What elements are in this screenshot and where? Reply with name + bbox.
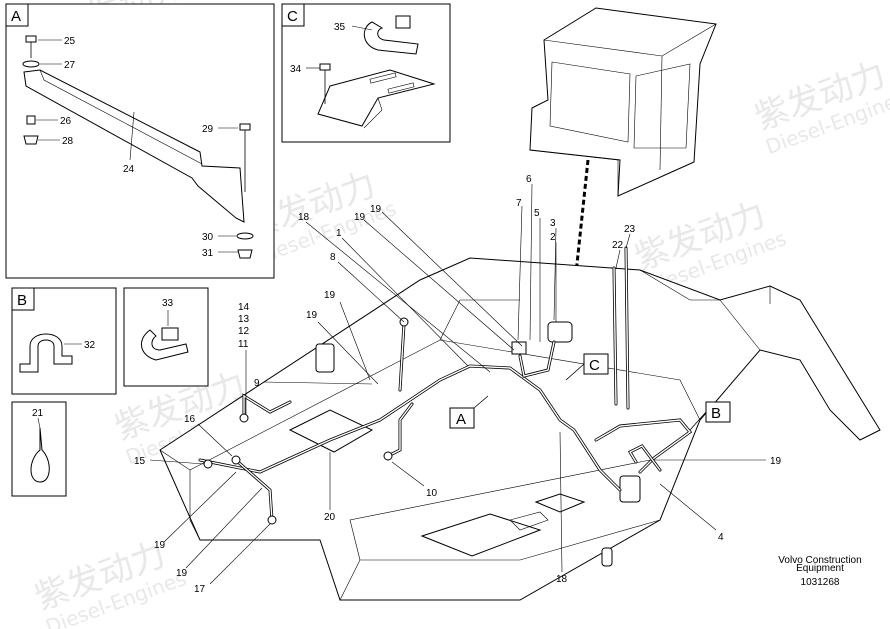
callout-22: 22 bbox=[612, 240, 624, 251]
inset-c-letter: C bbox=[287, 8, 298, 25]
flag-a: A bbox=[449, 395, 489, 429]
bolt-34 bbox=[319, 63, 331, 71]
machine-frame bbox=[159, 7, 881, 601]
flag-c: C bbox=[565, 353, 609, 381]
callout-28: 28 bbox=[62, 136, 74, 147]
callout-19d: 19 bbox=[306, 310, 318, 321]
inset-b-letter: B bbox=[17, 292, 27, 309]
callout-24: 24 bbox=[123, 164, 135, 175]
inset-a: A 25 27 26 28 24 29 30 31 bbox=[5, 3, 275, 279]
callout-19c: 19 bbox=[324, 290, 336, 301]
callout-19g: 19 bbox=[770, 456, 782, 467]
leader-lines bbox=[149, 183, 766, 585]
inset-b-tag bbox=[11, 287, 35, 311]
inset-c-tag bbox=[281, 3, 305, 27]
callout-19f: 19 bbox=[176, 568, 188, 579]
inset-c-frame bbox=[281, 3, 451, 143]
nut-31 bbox=[237, 249, 253, 259]
inset-a-tag bbox=[5, 3, 29, 27]
callout-35: 35 bbox=[334, 22, 346, 33]
inset-e: 21 bbox=[11, 401, 67, 497]
access-panel bbox=[420, 513, 542, 557]
callout-26: 26 bbox=[60, 116, 72, 127]
callout-1: 1 bbox=[336, 228, 342, 239]
footer: Volvo Construction Equipment 1031268 bbox=[778, 555, 861, 588]
callout-14: 14 bbox=[238, 302, 250, 313]
callout-25: 25 bbox=[64, 36, 76, 47]
chassis bbox=[159, 257, 881, 601]
callout-8: 8 bbox=[330, 252, 336, 263]
callout-2: 2 bbox=[550, 232, 556, 243]
filter-left bbox=[315, 343, 335, 373]
callout-10: 10 bbox=[426, 488, 438, 499]
callout-12: 12 bbox=[238, 326, 250, 337]
filter-right bbox=[619, 475, 641, 503]
callout-31: 31 bbox=[202, 248, 214, 259]
drawing-number: 1031268 bbox=[801, 577, 840, 588]
callout-18a: 18 bbox=[298, 212, 310, 223]
main-callouts: 18 1 19 19 8 7 6 5 3 2 22 23 14 13 12 11… bbox=[134, 174, 782, 595]
svg-text:C: C bbox=[589, 357, 600, 374]
callout-3: 3 bbox=[550, 218, 556, 229]
inset-c: C 35 34 bbox=[281, 3, 451, 143]
flag-b: B bbox=[689, 401, 731, 431]
washer-27 bbox=[22, 60, 40, 68]
callout-27: 27 bbox=[64, 60, 76, 71]
nut-28 bbox=[23, 135, 39, 145]
cab-window bbox=[549, 61, 631, 143]
callout-6: 6 bbox=[526, 174, 532, 185]
svg-text:A: A bbox=[456, 411, 466, 428]
callout-17: 17 bbox=[194, 584, 206, 595]
callout-16: 16 bbox=[184, 414, 196, 425]
bolt-25 bbox=[25, 35, 37, 43]
callout-5: 5 bbox=[534, 208, 540, 219]
connector-2 bbox=[511, 341, 527, 355]
footer-line1: Volvo Construction bbox=[778, 555, 861, 566]
callout-7: 7 bbox=[516, 198, 522, 209]
callout-29: 29 bbox=[202, 124, 214, 135]
callout-15: 15 bbox=[134, 456, 146, 467]
clamp-33 bbox=[141, 329, 189, 361]
clip-32 bbox=[19, 333, 73, 373]
clamp-33-lock bbox=[161, 327, 179, 341]
callout-19a: 19 bbox=[354, 212, 366, 223]
callout-21: 21 bbox=[32, 408, 44, 419]
callout-30: 30 bbox=[202, 232, 214, 243]
callout-19e: 19 bbox=[154, 540, 166, 551]
callout-13: 13 bbox=[238, 314, 250, 325]
clamp-35-lock bbox=[395, 15, 411, 29]
cable-tie-21 bbox=[30, 427, 50, 483]
spacer-26 bbox=[26, 115, 36, 125]
footer-line2: Equipment bbox=[796, 563, 844, 574]
svg-text:B: B bbox=[711, 405, 721, 422]
washer-30 bbox=[236, 232, 254, 240]
callout-11: 11 bbox=[238, 339, 249, 350]
callout-9: 9 bbox=[254, 378, 260, 389]
bolt-29 bbox=[239, 123, 251, 131]
callout-4: 4 bbox=[718, 532, 724, 543]
connector-cluster bbox=[547, 321, 573, 343]
harness bbox=[198, 246, 693, 525]
callout-19b: 19 bbox=[370, 204, 382, 215]
cover-plate-mid bbox=[534, 493, 586, 513]
callout-32: 32 bbox=[84, 340, 96, 351]
callout-34: 34 bbox=[290, 64, 302, 75]
inset-d: 33 bbox=[123, 287, 209, 387]
callout-20: 20 bbox=[324, 512, 336, 523]
callout-18b: 18 bbox=[556, 574, 568, 585]
bracket-24 bbox=[23, 69, 245, 223]
callout-33: 33 bbox=[162, 298, 174, 309]
callout-23: 23 bbox=[624, 224, 636, 235]
handle-slot bbox=[601, 547, 613, 567]
cab-link bbox=[568, 159, 590, 331]
inset-b: B 32 bbox=[11, 287, 117, 395]
clamp-35 bbox=[363, 21, 419, 55]
inset-a-letter: A bbox=[11, 8, 21, 25]
